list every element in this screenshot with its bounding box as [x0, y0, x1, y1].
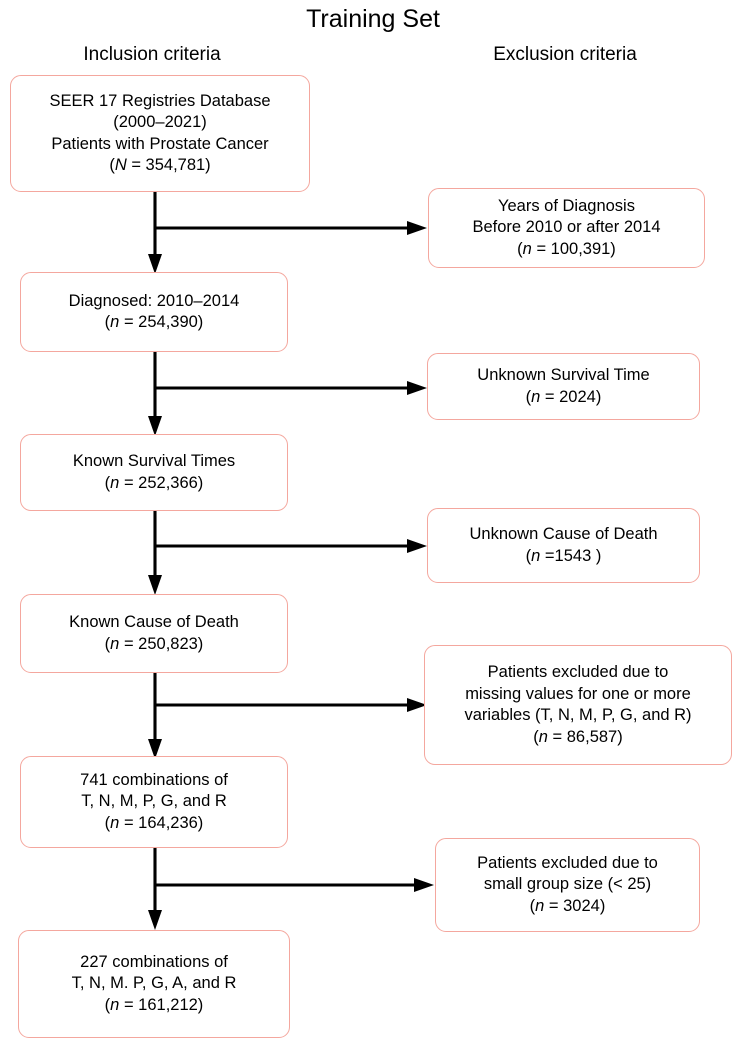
connector-known-cause-to-741	[148, 673, 427, 759]
connector-known-survival-to-known-cause	[148, 511, 427, 595]
node-text: Known Survival Times(n = 252,366)	[72, 452, 236, 492]
connector-diagnosed-to-known-survival	[148, 352, 427, 436]
node-text: Unknown Cause of Death(n =1543 )	[469, 525, 658, 565]
connector-seer-to-diagnosed	[148, 192, 427, 274]
connector-741-to-227	[148, 848, 434, 930]
node-unknown-survival-time[interactable]: Unknown Survival Time(n = 2024)	[427, 353, 700, 420]
node-text: Diagnosed: 2010–2014(n = 254,390)	[68, 291, 240, 332]
node-diagnosed-2010-2014[interactable]: Diagnosed: 2010–2014(n = 254,390)	[20, 272, 288, 352]
node-known-cause-of-death[interactable]: Known Cause of Death(n = 250,823)	[20, 594, 288, 673]
page-title: Training Set	[306, 5, 440, 33]
node-unknown-cause-of-death[interactable]: Unknown Cause of Death(n =1543 )	[427, 508, 700, 583]
column-header-exclusion: Exclusion criteria	[493, 44, 637, 65]
node-seer-database[interactable]: SEER 17 Registries Database(2000–2021)Pa…	[10, 75, 310, 192]
node-text: SEER 17 Registries Database(2000–2021)Pa…	[49, 91, 271, 175]
column-header-inclusion: Inclusion criteria	[83, 44, 221, 65]
node-known-survival-times[interactable]: Known Survival Times(n = 252,366)	[20, 434, 288, 511]
node-text: Known Cause of Death(n = 250,823)	[69, 613, 239, 653]
node-text: Unknown Survival Time(n = 2024)	[477, 366, 650, 406]
